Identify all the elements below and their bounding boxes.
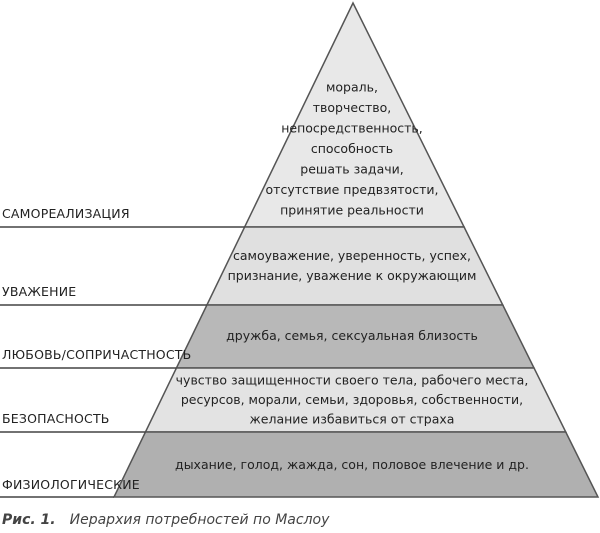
level-description-line: желание избавиться от страха [250,412,455,427]
level-description-line: решать задачи, [300,162,403,177]
level-description-line: признание, уважение к окружающим [228,268,477,283]
level-description-line: ресурсов, морали, семьи, здоровья, собст… [181,392,523,407]
pyramid-level-band [112,431,600,498]
level-label: САМОРЕАЛИЗАЦИЯ [2,206,130,221]
level-description-line: непосредственность, [281,121,423,136]
level-description-line: дыхание, голод, жажда, сон, половое влеч… [175,457,529,472]
level-description-line: принятие реальности [280,203,424,218]
level-description-line: творчество, [313,100,391,115]
level-description-line: отсутствие предвзятости, [266,182,439,197]
figure-title: Иерархия потребностей по Маслоу [69,512,330,528]
level-description-line: мораль, [326,80,378,95]
level-label: ЛЮБОВЬ/СОПРИЧАСТНОСТЬ [2,347,191,362]
level-description-line: чувство защищенности своего тела, рабоче… [176,373,529,388]
level-label: БЕЗОПАСНОСТЬ [2,411,110,426]
level-description-line: дружба, семья, сексуальная близость [226,328,478,343]
figure-number: Рис. 1. [2,512,56,528]
level-description-line: самоуважение, уверенность, успех, [233,248,471,263]
level-label: ФИЗИОЛОГИЧЕСКИЕ [2,477,140,492]
pyramid-level-band [205,226,504,306]
figure-caption: Рис. 1. Иерархия потребностей по Маслоу [2,512,329,528]
level-label: УВАЖЕНИЕ [2,284,76,299]
level-description-line: способность [311,141,393,156]
